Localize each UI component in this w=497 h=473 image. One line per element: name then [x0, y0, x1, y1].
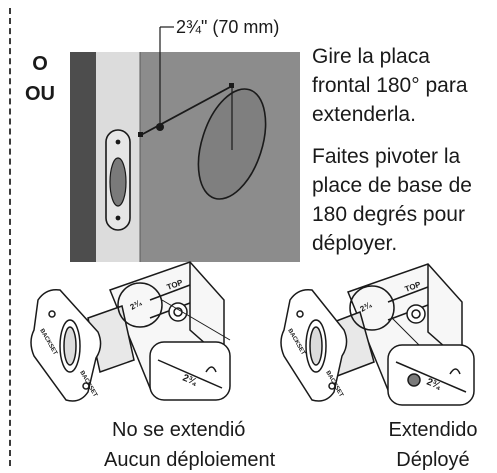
caption-fr: Aucun déploiement: [104, 449, 276, 471]
instructions-spanish: Gire la placa frontal 180° para extender…: [312, 42, 494, 129]
screw-bottom: [115, 215, 121, 221]
instruction-line: extenderla.: [312, 103, 416, 126]
zoom-mark: 2¾: [425, 377, 443, 393]
dashed-separator-line: [9, 8, 11, 466]
zoom-mark: 2¾: [181, 373, 199, 389]
instruction-line: Faites pivoter la: [312, 145, 461, 168]
screw-top: [115, 139, 121, 145]
latch-not-extended-illustration: [30, 261, 231, 402]
instruction-line: 180 degrés pour: [312, 203, 465, 226]
zoom-source-circle: [349, 285, 395, 331]
or-label-french: OU: [18, 82, 62, 106]
caption-es: Extendido: [388, 419, 478, 441]
or-label-spanish: O: [18, 52, 62, 76]
backset-dimension-label: 2¾" (70 mm): [176, 17, 280, 37]
zoom-detail-box: [387, 344, 475, 406]
door-diagram: [70, 26, 300, 262]
caption-extended: Extendido Déployé: [374, 418, 492, 472]
caption-fr: Déployé: [396, 449, 470, 471]
instruction-line: frontal 180° para: [312, 74, 468, 97]
zoom-detail-box: [149, 341, 231, 401]
zoom-source-circle: [117, 282, 163, 328]
caption-es: No se extendió: [112, 419, 246, 441]
instructions-french: Faites pivoter la place de base de 180 d…: [312, 142, 494, 258]
instruction-line: déployer.: [312, 232, 398, 255]
instruction-line: place de base de: [312, 174, 472, 197]
caption-not-extended: No se extendió Aucun déploiement: [104, 418, 304, 472]
door-frame: [70, 52, 96, 262]
latch-bolt-hole: [109, 157, 127, 207]
latch-extended-illustration: [280, 263, 475, 406]
instruction-line: Gire la placa: [312, 45, 430, 68]
